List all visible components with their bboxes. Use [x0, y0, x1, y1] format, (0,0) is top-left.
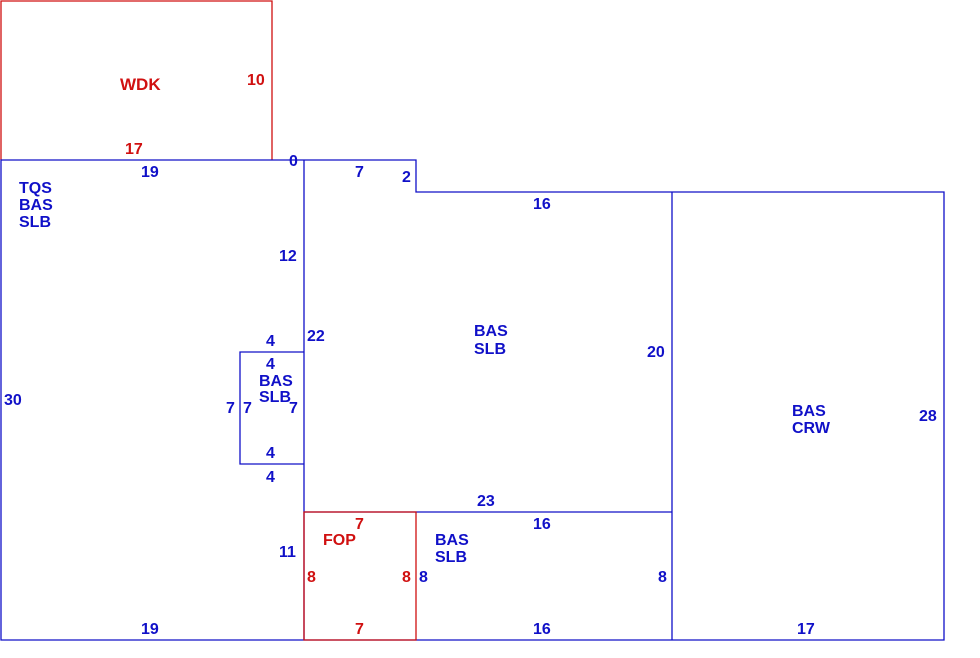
bay-area-label-1: BAS	[259, 373, 293, 390]
dim-wdk-right: 10	[247, 72, 265, 89]
center-area-label-1: BAS	[474, 323, 508, 340]
dim-center-left-upper: 22	[307, 328, 325, 345]
dim-left-side: 30	[4, 392, 22, 409]
bay-outline	[239, 351, 304, 465]
dim-lower-top: 16	[533, 516, 551, 533]
dim-lower-right: 8	[658, 569, 667, 586]
left-area-label-2: BAS	[19, 197, 53, 214]
dim-fop-top: 7	[355, 516, 364, 533]
wdk-label: WDK	[120, 75, 161, 94]
lower-area-label-2: SLB	[435, 549, 467, 566]
dim-bay-right: 7	[289, 400, 298, 417]
lower-area-label-1: BAS	[435, 532, 469, 549]
wdk-outline	[0, 0, 273, 160]
dim-right-side: 28	[919, 408, 937, 425]
dim-left-bottom: 19	[141, 621, 159, 638]
dim-center-bottom: 23	[477, 493, 495, 510]
dim-bay-left-outer: 7	[226, 400, 235, 417]
left-area-label-3: SLB	[19, 214, 51, 231]
dim-fop-right: 8	[402, 569, 411, 586]
dim-bay-bottom-inner: 4	[266, 445, 275, 462]
fop-label: FOP	[323, 532, 356, 549]
dim-bay-bottom-outer: 4	[266, 469, 275, 486]
center-area-label-2: SLB	[474, 341, 506, 358]
left-area-label-1: TQS	[19, 180, 52, 197]
dim-junction: 0	[289, 153, 298, 170]
dim-fop-bottom: 7	[355, 621, 364, 638]
bay-area-label-2: SLB	[259, 389, 291, 406]
dim-right-bottom: 17	[797, 621, 815, 638]
right-area-label-2: CRW	[792, 420, 831, 437]
main-outline	[0, 159, 945, 641]
dim-center-step: 2	[402, 169, 411, 186]
fop-outline	[303, 511, 417, 641]
right-area-label-1: BAS	[792, 403, 826, 420]
dim-bay-top-inner: 4	[266, 356, 275, 373]
dim-bay-top-outer: 4	[266, 333, 275, 350]
dim-center-top-a: 7	[355, 164, 364, 181]
dim-bay-left-inner: 7	[243, 400, 252, 417]
dim-lower-bottom: 16	[533, 621, 551, 638]
dim-left-lower-inner: 11	[279, 544, 296, 561]
dim-center-right: 20	[647, 344, 665, 361]
dim-wdk-bottom: 17	[125, 141, 143, 158]
dim-left-top: 19	[141, 164, 159, 181]
dim-left-upper-inner: 12	[279, 248, 297, 265]
dim-fop-left: 8	[307, 569, 316, 586]
dim-lower-left: 8	[419, 569, 428, 586]
dim-center-top-b: 16	[533, 196, 551, 213]
